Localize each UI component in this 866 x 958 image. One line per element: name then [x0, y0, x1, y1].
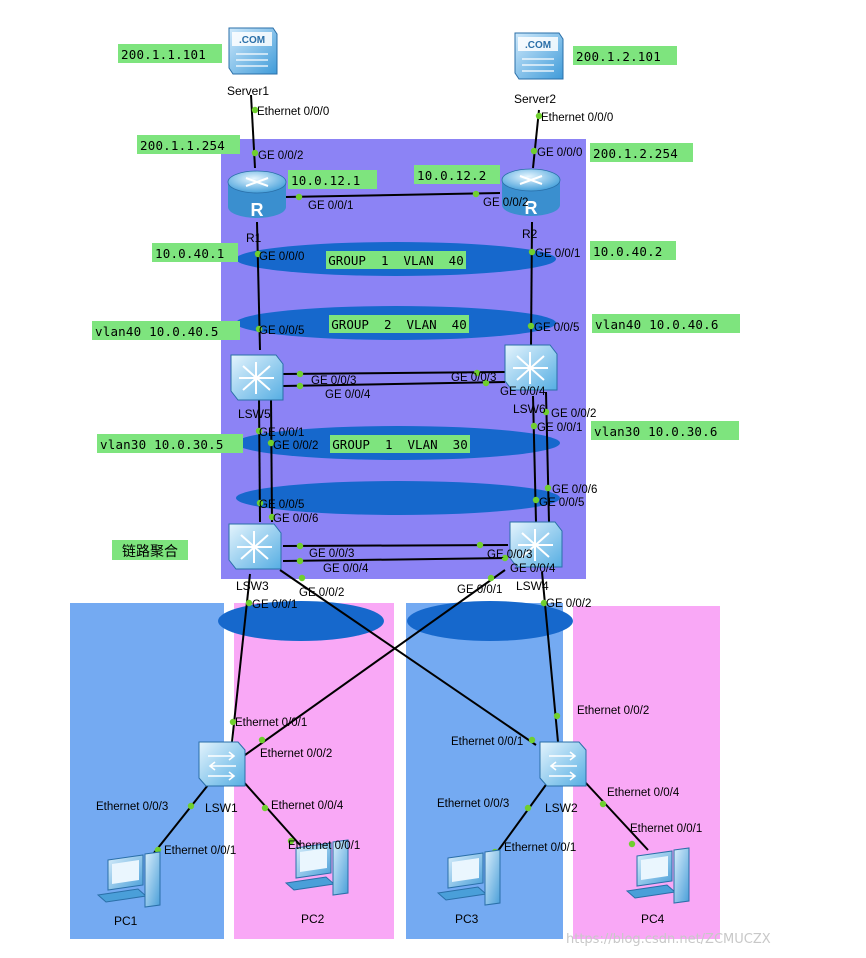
pc3-icon[interactable]	[436, 849, 501, 906]
group2-vlan40-label: GROUP 2 VLAN 40	[331, 317, 466, 332]
r1-port-ge000: GE 0/0/0	[259, 251, 304, 263]
lsw6-port-ge001: GE 0/0/1	[537, 422, 582, 434]
r2-port-ge001: GE 0/0/1	[535, 248, 580, 260]
pc2-name: PC2	[301, 912, 325, 926]
lsw1-port-e003: Ethernet 0/0/3	[96, 801, 168, 813]
pc3-port-e001: Ethernet 0/0/1	[504, 842, 576, 854]
r1-ge000-ip: 10.0.40.1	[155, 246, 225, 261]
r2-port-ge000: GE 0/0/0	[537, 147, 582, 159]
lsw3-port-ge004: GE 0/0/4	[323, 563, 369, 575]
lsw6-vlan30-ip: vlan30 10.0.30.6	[594, 424, 718, 439]
lsw1-port-e004: Ethernet 0/0/4	[271, 800, 344, 812]
lsw3-port-ge001: GE 0/0/1	[252, 599, 297, 611]
lsw4-port-ge002: GE 0/0/2	[546, 598, 591, 610]
switch-lsw5-icon[interactable]	[230, 354, 284, 401]
pc4-name: PC4	[641, 912, 665, 926]
lsw1-port-e002: Ethernet 0/0/2	[260, 748, 332, 760]
r1-port-ge001: GE 0/0/1	[308, 200, 353, 212]
server2-icon[interactable]: .COM	[514, 32, 564, 80]
lsw5-port-ge004: GE 0/0/4	[325, 389, 371, 401]
switch-lsw4-icon[interactable]	[509, 521, 563, 568]
r1-ge002-ip: 200.1.1.254	[140, 138, 225, 153]
lsw3-port-ge006: GE 0/0/6	[273, 513, 318, 525]
r2-ge002-ip: 10.0.12.2	[417, 168, 487, 183]
r2-port-ge002: GE 0/0/2	[483, 197, 528, 209]
pc1-icon[interactable]	[96, 851, 161, 908]
access-area-pink-left	[234, 603, 394, 939]
pc4-port-e001: Ethernet 0/0/1	[630, 823, 702, 835]
lsw6-port-ge004: GE 0/0/4	[500, 386, 546, 398]
router-r1-name: R1	[246, 231, 262, 245]
lsw3-port-ge005: GE 0/0/5	[259, 499, 304, 511]
pc2-port-e001: Ethernet 0/0/1	[288, 840, 360, 852]
switch-lsw1-name: LSW1	[205, 801, 238, 815]
lsw5-vlan40-ip: vlan40 10.0.40.5	[95, 324, 219, 339]
lsw4-port-ge003: GE 0/0/3	[487, 549, 532, 561]
server2-ip: 200.1.2.101	[576, 49, 661, 64]
lsw5-port-ge002: GE 0/0/2	[273, 440, 318, 452]
router-r2-letter: R	[525, 198, 538, 218]
server1-name: Server1	[227, 84, 269, 98]
server1-com-text: .COM	[239, 35, 265, 46]
lsw5-vlan30-ip: vlan30 10.0.30.5	[100, 437, 224, 452]
lsw6-port-ge005: GE 0/0/5	[534, 322, 579, 334]
lsw2-port-e002: Ethernet 0/0/2	[577, 705, 649, 717]
pc4-icon[interactable]	[625, 847, 690, 904]
lsw2-port-e001: Ethernet 0/0/1	[451, 736, 523, 748]
server1-icon[interactable]: .COM	[228, 27, 278, 75]
switch-lsw5-name: LSW5	[238, 407, 271, 421]
lsw5-port-ge001: GE 0/0/1	[259, 427, 304, 439]
router-r2-name: R2	[522, 227, 538, 241]
group1-vlan40-label: GROUP 1 VLAN 40	[328, 253, 463, 268]
switch-lsw6-name: LSW6	[513, 402, 546, 416]
lsw3-port-ge002: GE 0/0/2	[299, 587, 344, 599]
lsw4-port-ge001: GE 0/0/1	[457, 584, 502, 596]
switch-lsw2-icon[interactable]	[539, 741, 587, 787]
server2-com-text: .COM	[525, 40, 551, 51]
lsw5-port-ge005: GE 0/0/5	[259, 325, 304, 337]
switch-lsw4-name: LSW4	[516, 579, 549, 593]
server1-port-e000: Ethernet 0/0/0	[257, 106, 329, 118]
pc3-name: PC3	[455, 912, 479, 926]
router-r2-icon[interactable]: R	[501, 168, 561, 218]
lsw2-port-e004: Ethernet 0/0/4	[607, 787, 680, 799]
r2-ge000-ip: 200.1.2.254	[593, 146, 678, 161]
lsw4-port-ge005: GE 0/0/5	[539, 497, 584, 509]
switch-lsw1-icon[interactable]	[198, 741, 246, 787]
server1-ip: 200.1.1.101	[121, 47, 206, 62]
switch-lsw6-icon[interactable]	[504, 344, 558, 391]
group1-vlan30-label: GROUP 1 VLAN 30	[332, 437, 467, 452]
switch-lsw2-name: LSW2	[545, 801, 578, 815]
lsw6-port-ge002: GE 0/0/2	[551, 408, 596, 420]
lsw5-port-ge003: GE 0/0/3	[311, 375, 356, 387]
lsw2-port-e003: Ethernet 0/0/3	[437, 798, 509, 810]
link-aggregation-ellipse-left	[218, 601, 384, 641]
lsw1-port-e001: Ethernet 0/0/1	[235, 717, 307, 729]
lsw4-port-ge006: GE 0/0/6	[552, 484, 597, 496]
r1-ge001-ip: 10.0.12.1	[291, 173, 361, 188]
port-dots	[154, 106, 636, 856]
lsw6-vlan40-ip: vlan40 10.0.40.6	[595, 317, 719, 332]
r2-ge001-ip: 10.0.40.2	[593, 244, 663, 259]
lsw3-port-ge003: GE 0/0/3	[309, 548, 354, 560]
server2-name: Server2	[514, 92, 556, 106]
router-r1-icon[interactable]: R	[227, 170, 287, 220]
switch-lsw3-icon[interactable]	[228, 523, 282, 570]
address-label-boxes	[92, 44, 740, 453]
router-r1-letter: R	[251, 200, 264, 220]
server2-port-e000: Ethernet 0/0/0	[541, 112, 613, 124]
group-ellipse-4	[236, 481, 560, 515]
r1-port-ge002: GE 0/0/2	[258, 150, 303, 162]
pc1-port-e001: Ethernet 0/0/1	[164, 845, 236, 857]
lsw6-port-ge003: GE 0/0/3	[451, 372, 496, 384]
lsw4-port-ge004: GE 0/0/4	[510, 563, 556, 575]
link-aggregation-label: 链路聚合	[122, 544, 178, 560]
link-aggregation-label-box	[112, 540, 188, 560]
watermark: https://blog.csdn.net/ZCMUCZX	[566, 932, 771, 947]
pc2-icon[interactable]	[284, 839, 349, 896]
pc1-name: PC1	[114, 914, 138, 928]
switch-lsw3-name: LSW3	[236, 579, 269, 593]
